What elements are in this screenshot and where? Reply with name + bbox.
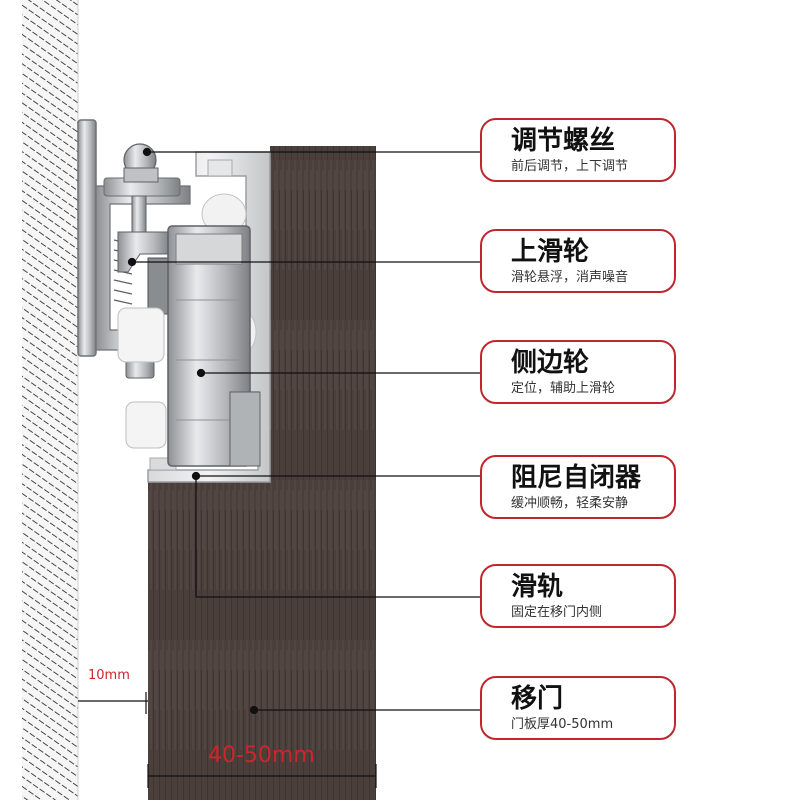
- leader-rail: [195, 476, 480, 598]
- door-thickness-label: 40-50mm: [208, 743, 315, 768]
- callout-side-wheel: 侧边轮 定位，辅助上滑轮: [480, 340, 676, 404]
- leader-side-wheel: [196, 368, 480, 378]
- callout-desc: 缓冲顺畅，轻柔安静: [511, 496, 629, 511]
- callout-title: 阻尼自闭器: [511, 463, 642, 493]
- gap-dimension-label: 10mm: [88, 668, 130, 683]
- callout-desc: 前后调节，上下调节: [511, 159, 629, 174]
- wall-bracket: [77, 119, 191, 357]
- callout-top-pulley: 上滑轮 滑轮悬浮，消声噪音: [480, 229, 676, 293]
- callout-adjusting-screw: 调节螺丝 前后调节，上下调节: [480, 118, 676, 182]
- callout-title: 移门: [511, 684, 564, 714]
- callout-desc: 定位，辅助上滑轮: [511, 381, 616, 396]
- side-wheel-block: [167, 225, 261, 467]
- wall: [22, 0, 79, 800]
- callout-desc: 滑轮悬浮，消声噪音: [511, 270, 629, 285]
- sliding-door-panel: [148, 146, 376, 800]
- leader-top-pulley: [127, 257, 480, 267]
- leader-door: [249, 705, 480, 715]
- callout-title: 上滑轮: [511, 237, 590, 267]
- callout-desc: 门板厚40-50mm: [511, 717, 614, 732]
- leader-adjusting-screw: [142, 147, 480, 157]
- callout-title: 调节螺丝: [511, 126, 616, 156]
- callout-rail: 滑轨 固定在移门内侧: [480, 564, 676, 628]
- callout-title: 滑轨: [511, 572, 564, 602]
- callout-damper: 阻尼自闭器 缓冲顺畅，轻柔安静: [480, 455, 676, 519]
- callout-title: 侧边轮: [511, 348, 590, 378]
- dimension-lines: [78, 692, 377, 788]
- callout-desc: 固定在移门内侧: [511, 605, 603, 620]
- leader-lines: [127, 147, 480, 715]
- callout-sliding-door: 移门 门板厚40-50mm: [480, 676, 676, 740]
